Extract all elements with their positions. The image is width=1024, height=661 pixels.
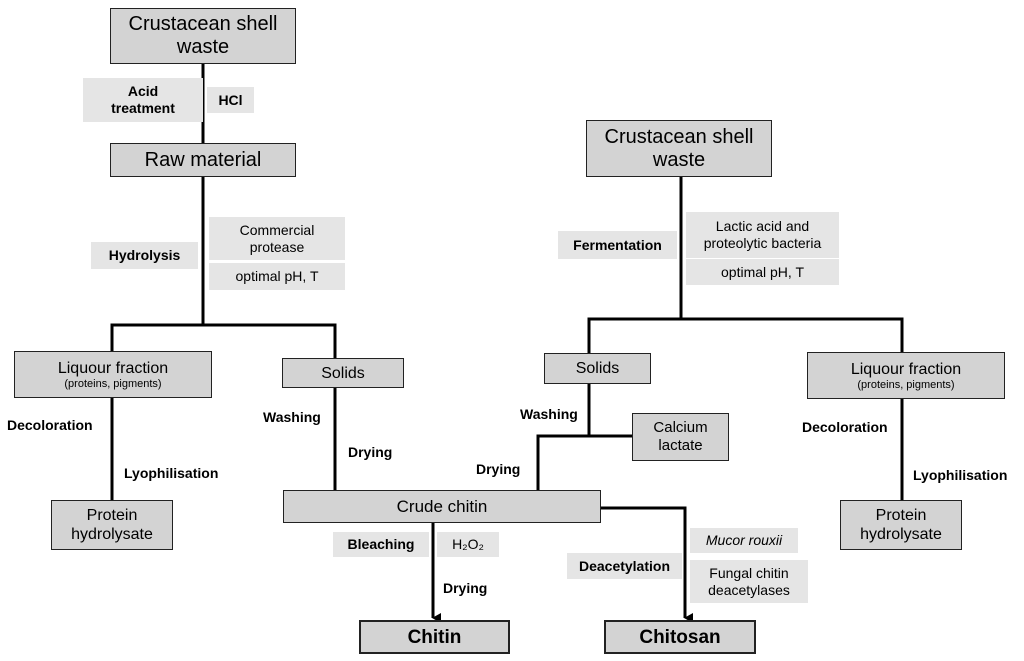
protein-left-box: Protein hydrolysate	[51, 500, 173, 550]
connector-crude-to-chitosan	[600, 506, 693, 623]
crude-chitin-label: Crude chitin	[396, 497, 488, 516]
waste-right-label: Crustacean shell waste	[604, 125, 754, 171]
commercial-protease-label: Commercial protease	[239, 221, 315, 255]
connector-split-right	[587, 317, 904, 353]
protein-right-box: Protein hydrolysate	[840, 500, 962, 550]
optimal-ph-left-box: optimal pH, T	[209, 263, 345, 290]
hydrolysis-box: Hydrolysis	[91, 242, 198, 269]
optimal-ph-right-label: optimal pH, T	[721, 263, 804, 280]
fermentation-box: Fermentation	[558, 231, 677, 259]
protein-left-label: Protein hydrolysate	[71, 507, 153, 543]
calcium-lactate-box: Calcium lactate	[632, 413, 729, 461]
chitosan-box: Chitosan	[604, 620, 756, 654]
chitin-label: Chitin	[407, 626, 462, 648]
raw-material-label: Raw material	[144, 148, 262, 171]
waste-right-box: Crustacean shell waste	[586, 120, 772, 177]
solids-left-label: Solids	[321, 364, 365, 382]
liquour-left-label: Liquour fraction	[57, 359, 169, 377]
lactic-acid-label: Lactic acid and proteolytic bacteria	[703, 218, 822, 251]
mucor-box: Mucor rouxii	[690, 528, 798, 553]
fungal-box: Fungal chitin deacetylases	[690, 560, 808, 603]
chitosan-label: Chitosan	[639, 626, 721, 648]
washing-right-label: Washing	[520, 406, 578, 422]
solids-left-box: Solids	[282, 358, 404, 388]
optimal-ph-left-label: optimal pH, T	[235, 268, 319, 284]
liquour-left-sub: (proteins, pigments)	[64, 377, 162, 390]
h2o2-box: H₂O₂	[437, 532, 499, 557]
optimal-ph-right-box: optimal pH, T	[686, 259, 839, 285]
hcl-box: HCl	[207, 87, 254, 113]
hydrolysis-label: Hydrolysis	[108, 247, 181, 263]
decoloration-left-label: Decoloration	[7, 417, 93, 433]
protein-right-label: Protein hydrolysate	[860, 507, 942, 543]
connector-split-left	[110, 323, 337, 358]
washing-left-label: Washing	[263, 409, 321, 425]
drying-right-label: Drying	[476, 461, 521, 477]
calcium-lactate-label: Calcium lactate	[653, 419, 708, 454]
fermentation-label: Fermentation	[573, 236, 662, 253]
liquour-right-sub: (proteins, pigments)	[857, 378, 955, 391]
solids-right-label: Solids	[575, 360, 620, 377]
waste-left-box: Crustacean shell waste	[110, 8, 296, 64]
h2o2-label: H₂O₂	[452, 536, 484, 552]
liquour-right-box: Liquour fraction (proteins, pigments)	[807, 352, 1005, 399]
liquour-right-label: Liquour fraction	[850, 360, 962, 378]
waste-left-label: Crustacean shell waste	[128, 13, 278, 58]
bleaching-label: Bleaching	[347, 536, 415, 552]
raw-material-box: Raw material	[110, 143, 296, 177]
lyophilisation-left-label: Lyophilisation	[124, 465, 219, 481]
drying-left-label: Drying	[348, 444, 393, 460]
mucor-label: Mucor rouxii	[705, 532, 783, 548]
deacetylation-label: Deacetylation	[578, 557, 671, 574]
liquour-left-box: Liquour fraction (proteins, pigments)	[14, 351, 212, 398]
bleaching-box: Bleaching	[333, 532, 429, 557]
lactic-acid-box: Lactic acid and proteolytic bacteria	[686, 212, 839, 258]
crude-chitin-box: Crude chitin	[283, 490, 601, 523]
solids-right-box: Solids	[544, 353, 651, 384]
hcl-label: HCl	[218, 91, 243, 108]
drying-bottom-label: Drying	[443, 580, 488, 596]
connector-to-crude-right	[536, 434, 589, 490]
chitin-box: Chitin	[359, 620, 510, 654]
fungal-label: Fungal chitin deacetylases	[708, 564, 790, 598]
deacetylation-box: Deacetylation	[567, 553, 682, 579]
commercial-protease-box: Commercial protease	[209, 217, 345, 260]
acid-treatment-box: Acid treatment	[83, 78, 203, 122]
acid-treatment-label: Acid treatment	[111, 83, 175, 116]
lyophilisation-right-label: Lyophilisation	[913, 467, 1008, 483]
decoloration-right-label: Decoloration	[802, 419, 888, 435]
